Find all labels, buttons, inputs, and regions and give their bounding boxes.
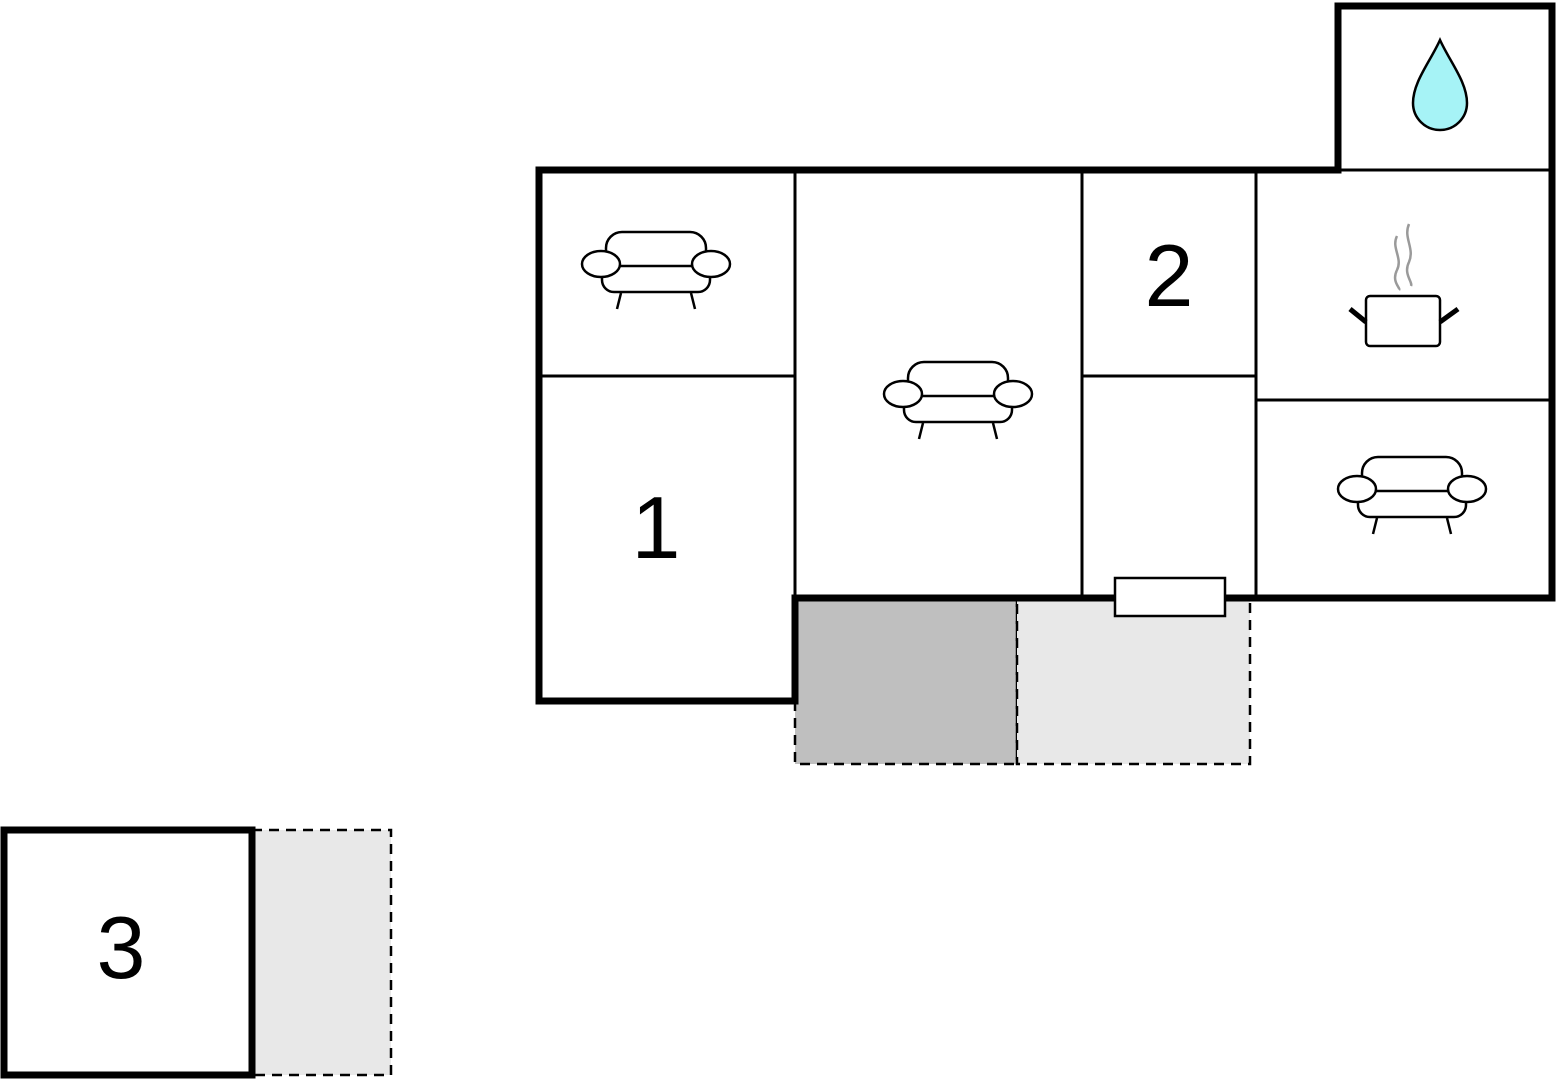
annex-building [0,826,256,1079]
window-marker [1113,576,1227,618]
sofa-icon [1336,455,1488,536]
room-label-2: 2 [1145,226,1194,325]
room-label-3: 3 [97,898,146,997]
interior-walls [539,168,1552,598]
sofa-icon [580,230,732,311]
annex-terrace [250,828,393,1077]
exterior-wall [535,2,1556,705]
open-terrace [1015,596,1252,766]
covered-terrace [793,596,1019,766]
sofa-icon [882,360,1034,441]
room-label-1: 1 [632,478,681,577]
cooking-pot-icon [1348,223,1460,348]
water-drop-icon [1411,36,1469,132]
